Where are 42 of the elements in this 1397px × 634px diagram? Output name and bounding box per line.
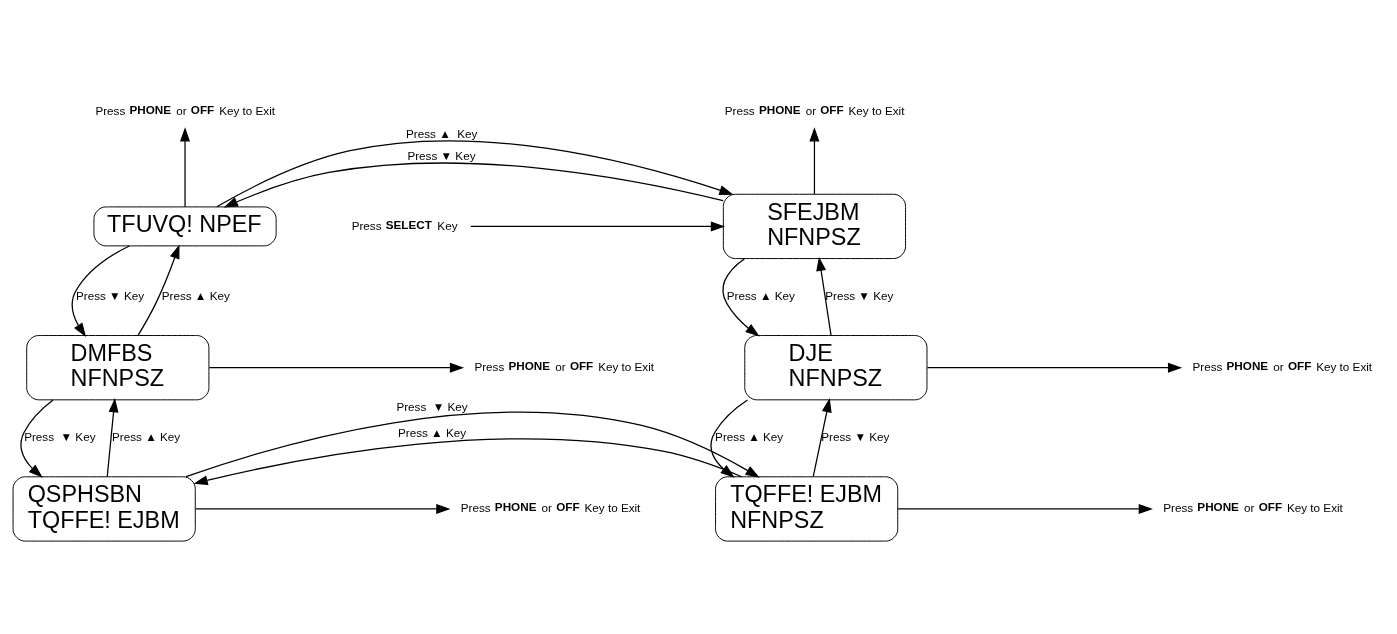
node-text: Press PHONE or OFF Key to Exit: [474, 358, 655, 373]
node-text: Press PHONE or OFF Key to Exit: [1192, 358, 1373, 373]
arrow: [216, 139, 734, 207]
arrow: [223, 161, 724, 208]
arrow: [20, 398, 54, 478]
node-box: SFEJBM NFNPSZ: [722, 193, 907, 259]
edge-label: Press ▲ Key: [406, 126, 478, 140]
node-box: TQFFE! EJBM NFNPSZ: [715, 475, 899, 542]
edge-label: Press ▲ Key: [161, 288, 230, 302]
node-box: QSPHSBN TQFFE! EJBM: [12, 475, 196, 542]
edge-label: Press ▼ Key: [407, 148, 476, 162]
arrow: [106, 397, 119, 477]
arrow: [809, 126, 820, 195]
edge-label: Press ▼ Key: [75, 288, 145, 302]
arrow: [812, 397, 832, 477]
node-text: Press PHONE or OFF Key to Exit: [1163, 499, 1343, 514]
arrow: [897, 503, 1153, 514]
edge-label: Press ▲ Key: [112, 429, 181, 443]
arrow: [71, 244, 130, 337]
arrow: [470, 220, 726, 231]
edge-label: Press ▼ Key: [24, 429, 96, 443]
edge-label: Press ▼ Key: [825, 288, 894, 302]
edge-label: Press ▼ Key: [821, 429, 890, 443]
arrow: [208, 362, 465, 373]
node-box: DJE NFNPSZ: [744, 334, 928, 400]
node-text: Press PHONE or OFF Key to Exit: [460, 499, 641, 514]
node-text: Press PHONE or OFF Key to Exit: [724, 102, 905, 117]
node-box: DMFBS NFNPSZ: [26, 334, 210, 400]
arrow: [137, 243, 180, 336]
node-text: Press PHONE or OFF Key to Exit: [95, 102, 276, 117]
arrow: [816, 256, 832, 336]
arrow: [926, 362, 1183, 373]
arrow: [195, 503, 451, 514]
arrow: [722, 257, 760, 337]
edge-label: Press ▲ Key: [726, 288, 795, 302]
arrow: [193, 437, 743, 485]
edge-label: Press ▲ Key: [715, 429, 784, 443]
edge-label: Press ▲ Key: [398, 425, 467, 439]
node-box: TFUVQ! NPEF: [93, 205, 277, 246]
arrow: [180, 126, 191, 207]
edge-label: Press ▼ Key: [396, 399, 468, 413]
node-text: Press SELECT Key: [351, 217, 458, 232]
